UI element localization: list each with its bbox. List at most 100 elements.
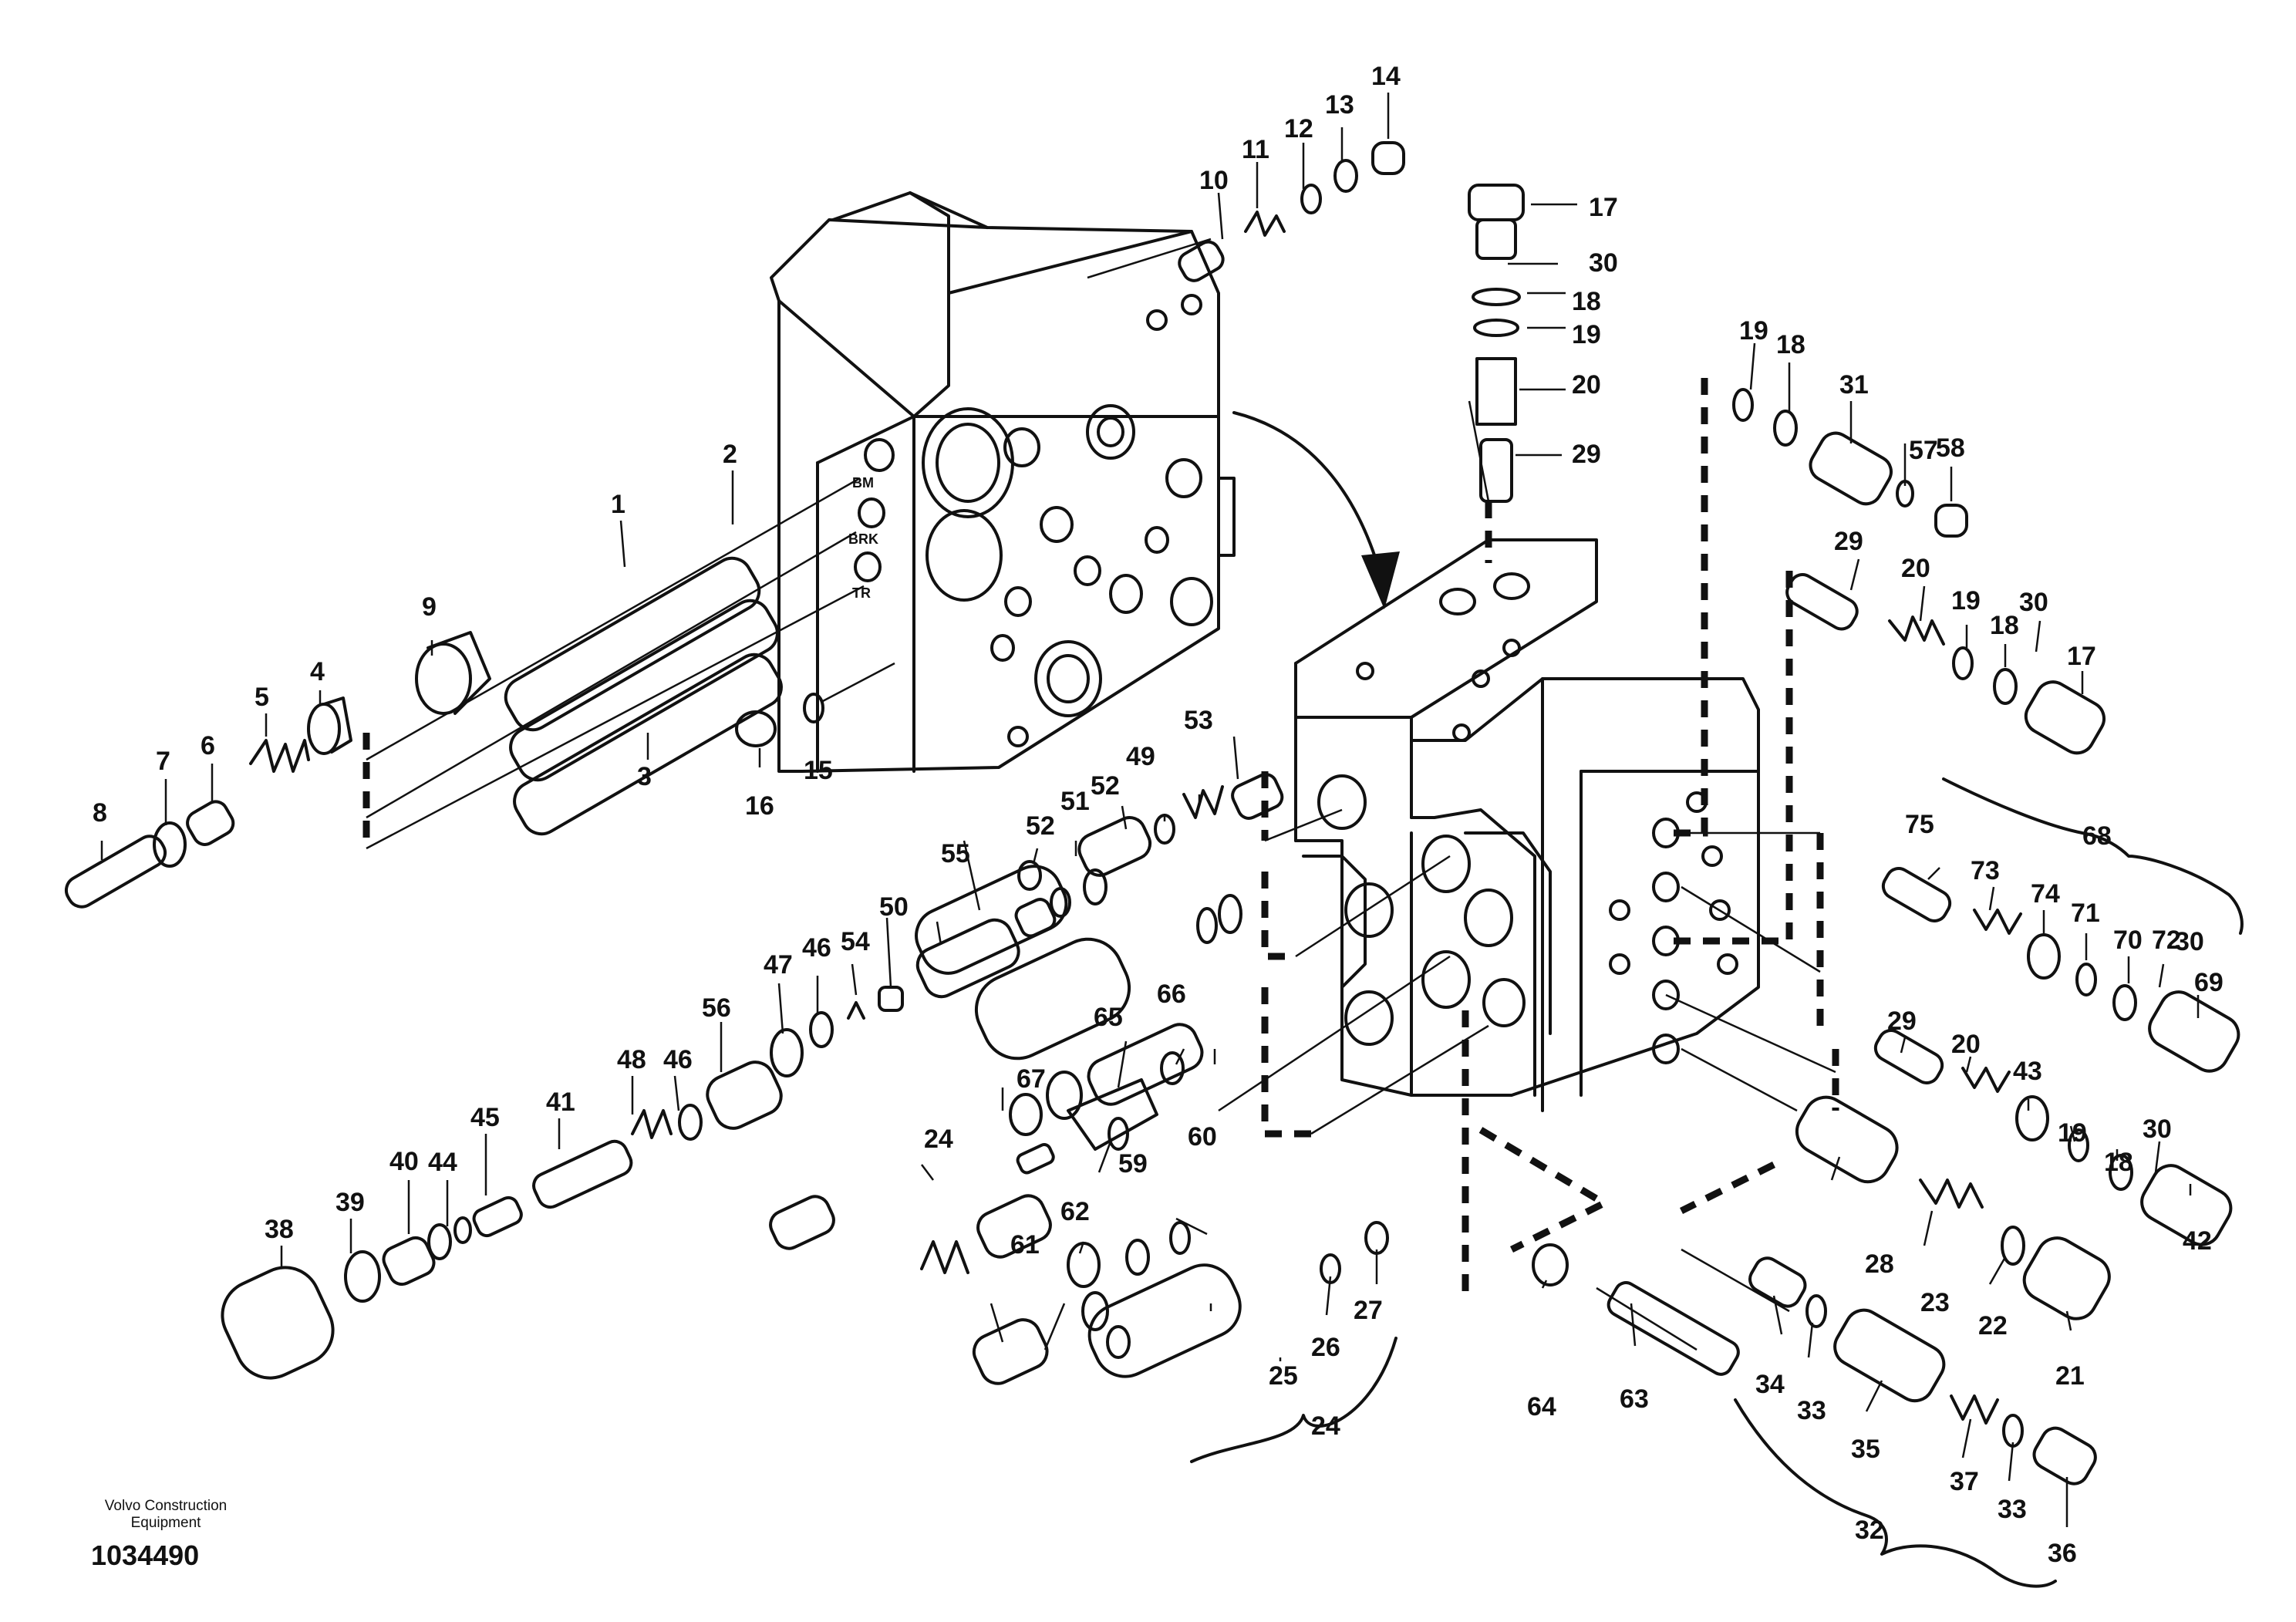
callout-46-left: 46 — [663, 1045, 693, 1074]
port-labels: BM BRK TR — [848, 475, 878, 601]
callout-46-right: 46 — [802, 933, 831, 963]
callout-30-lower: 30 — [2143, 1114, 2172, 1144]
callout-45: 45 — [470, 1103, 500, 1132]
callout-29-lower: 29 — [1887, 1007, 1917, 1036]
spool-3 — [513, 653, 783, 836]
callout-58: 58 — [1936, 433, 1965, 463]
callout-17-right: 17 — [2067, 642, 2096, 671]
callout-52-left: 52 — [1026, 811, 1055, 841]
callout-3: 3 — [637, 762, 652, 791]
callout-30-mid: 30 — [2019, 588, 2048, 617]
callout-50: 50 — [879, 892, 909, 922]
callout-75: 75 — [1905, 810, 1934, 839]
callout-52-right: 52 — [1091, 771, 1120, 801]
callout-numbers: 1 2 3 4 5 6 7 8 9 10 11 12 13 14 15 16 1… — [93, 62, 2224, 1568]
callout-40: 40 — [389, 1147, 419, 1176]
callout-70: 70 — [2113, 926, 2143, 955]
callout-66: 66 — [1157, 980, 1186, 1009]
callout-51: 51 — [1060, 787, 1090, 816]
document-number: 1034490 — [91, 1539, 200, 1571]
callout-33-upper: 33 — [1797, 1396, 1826, 1425]
callout-67: 67 — [1017, 1064, 1046, 1094]
callout-33-lower: 33 — [1998, 1495, 2027, 1524]
plug-16-oring-15 — [735, 693, 824, 747]
port-label-bm: BM — [852, 475, 874, 491]
port-label-brk: BRK — [848, 531, 878, 547]
lower-center-parts — [769, 772, 1389, 1385]
callout-68: 68 — [2082, 821, 2112, 851]
callout-10: 10 — [1199, 166, 1229, 195]
callout-71: 71 — [2071, 899, 2100, 928]
spool-1 — [504, 556, 761, 732]
callout-19-lower-right: 19 — [2058, 1118, 2087, 1148]
callout-20-mid: 20 — [1901, 554, 1930, 583]
callout-7: 7 — [156, 747, 170, 776]
flange-65 — [1016, 1078, 1158, 1175]
callout-19-upper-right: 19 — [1739, 316, 1768, 346]
callout-57: 57 — [1909, 436, 1938, 465]
callout-73: 73 — [1971, 856, 2000, 885]
callout-16: 16 — [745, 791, 774, 821]
callout-35: 35 — [1851, 1435, 1880, 1464]
callout-29-top: 29 — [1572, 440, 1601, 469]
callout-12: 12 — [1284, 114, 1313, 143]
callout-18-top: 18 — [1572, 287, 1601, 316]
callout-18-lower-right: 18 — [2104, 1148, 2133, 1177]
callout-30-right: 30 — [2175, 927, 2204, 956]
callout-20-lower: 20 — [1951, 1030, 1981, 1059]
callout-17-top: 17 — [1589, 193, 1618, 222]
callout-38: 38 — [265, 1215, 294, 1244]
callout-24-upper: 24 — [924, 1125, 953, 1154]
callout-8: 8 — [93, 798, 107, 828]
callout-62: 62 — [1060, 1197, 1090, 1226]
callout-55: 55 — [941, 839, 970, 868]
callout-27: 27 — [1354, 1296, 1383, 1325]
callout-59: 59 — [1118, 1149, 1148, 1179]
callout-61: 61 — [1010, 1230, 1040, 1259]
callout-19-top: 19 — [1572, 320, 1601, 349]
brand-block: Volvo Construction Equipment — [85, 1498, 247, 1532]
callout-20-top: 20 — [1572, 370, 1601, 400]
callout-26: 26 — [1311, 1333, 1340, 1362]
callout-54: 54 — [841, 927, 870, 956]
callout-53: 53 — [1184, 706, 1213, 735]
callout-24-lower: 24 — [1311, 1411, 1340, 1441]
callout-43: 43 — [2013, 1057, 2042, 1086]
callout-9: 9 — [422, 592, 437, 622]
callout-42: 42 — [2183, 1226, 2212, 1256]
callout-25: 25 — [1269, 1361, 1298, 1391]
left-lower-parts — [221, 868, 1108, 1380]
callout-23: 23 — [1920, 1288, 1950, 1317]
callout-39: 39 — [335, 1188, 365, 1217]
callout-34: 34 — [1755, 1370, 1785, 1399]
callout-47: 47 — [764, 950, 793, 980]
assembly-arrow — [1232, 411, 1400, 609]
right-cartridges — [1732, 388, 2240, 1246]
callout-2: 2 — [723, 440, 737, 469]
callout-56: 56 — [702, 993, 731, 1023]
callout-48: 48 — [617, 1045, 646, 1074]
callout-22: 22 — [1978, 1311, 2008, 1340]
callout-63: 63 — [1620, 1384, 1649, 1414]
callout-1: 1 — [611, 490, 625, 519]
callout-4: 4 — [310, 657, 325, 686]
callout-49: 49 — [1126, 742, 1155, 771]
callout-6: 6 — [201, 731, 215, 760]
callout-69: 69 — [2194, 968, 2224, 997]
callout-13: 13 — [1325, 90, 1354, 120]
dashed-assembly-lines — [362, 378, 1839, 1296]
spool-2 — [509, 599, 779, 782]
callout-5: 5 — [255, 683, 269, 712]
callout-30-top: 30 — [1589, 248, 1618, 278]
top-pilot-parts — [1178, 141, 1405, 282]
callout-31: 31 — [1839, 370, 1869, 400]
lower-valve-body — [1294, 538, 1760, 1112]
callout-44: 44 — [428, 1148, 457, 1177]
callout-14: 14 — [1371, 62, 1401, 91]
brand-line-1: Volvo Construction — [104, 1498, 228, 1514]
callout-15: 15 — [804, 756, 833, 785]
callout-74: 74 — [2031, 879, 2060, 909]
lower-right-parts — [1532, 1095, 2111, 1485]
callout-65: 65 — [1094, 1003, 1123, 1032]
